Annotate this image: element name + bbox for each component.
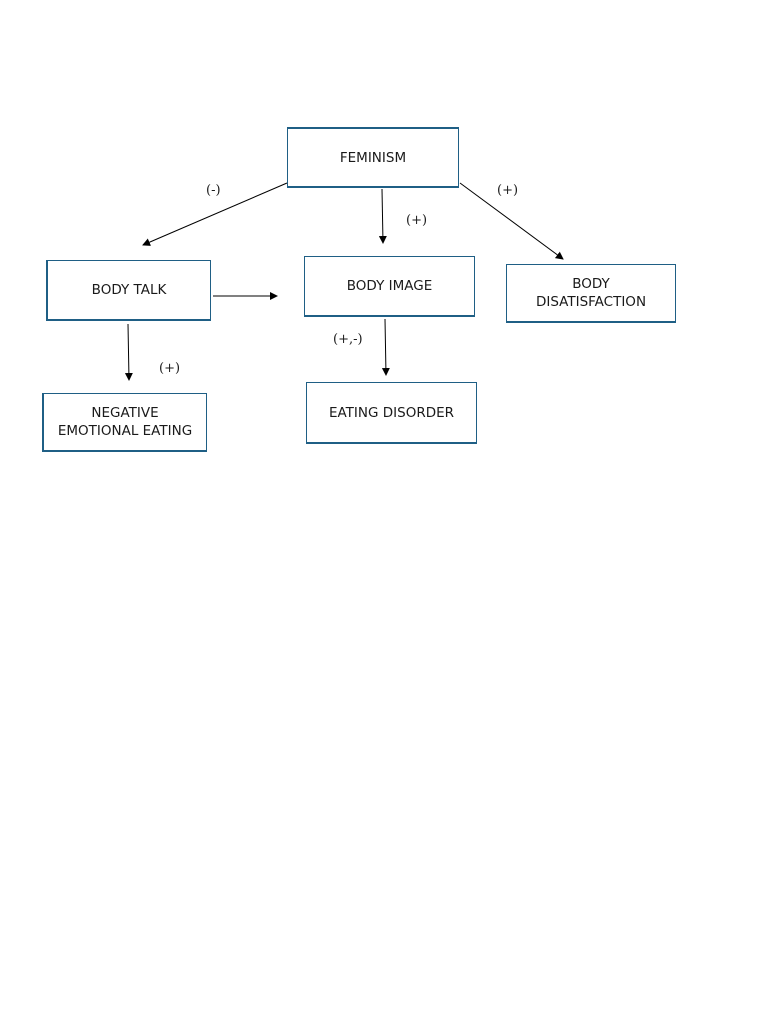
- label-body-image-to-eating-disorder: (+,-): [333, 332, 363, 347]
- label-body-talk-to-negative-emotional-eating: (+): [159, 361, 181, 376]
- arrow-body-image-to-eating-disorder: [381, 318, 390, 376]
- label-feminism-to-body-image: (+): [406, 213, 428, 228]
- node-body-dissatisfaction: BODY DISATISFACTION: [506, 264, 676, 323]
- node-negative-emotional-eating: NEGATIVE EMOTIONAL EATING: [42, 393, 207, 452]
- node-body-talk: BODY TALK: [46, 260, 211, 321]
- label-feminism-to-body-talk: (-): [206, 183, 221, 198]
- arrow-body-talk-to-negative-emotional-eating: [124, 323, 133, 381]
- node-body-image: BODY IMAGE: [304, 256, 475, 317]
- arrow-feminism-to-body-image: [378, 188, 387, 244]
- label-feminism-to-body-dissatisfaction: (+): [497, 183, 519, 198]
- node-eating-disorder: EATING DISORDER: [306, 382, 477, 444]
- node-feminism: FEMINISM: [287, 127, 459, 188]
